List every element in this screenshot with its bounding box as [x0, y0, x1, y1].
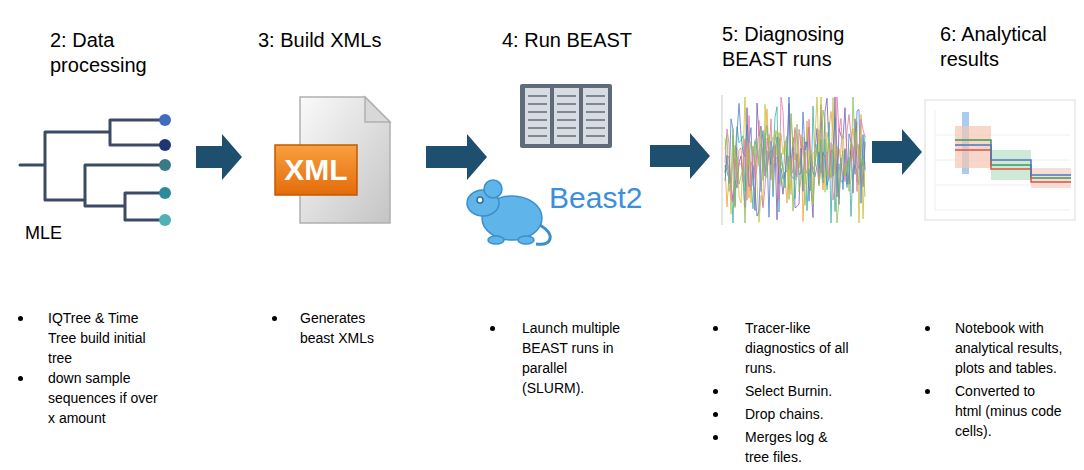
bullet-text: Converted to html (minus code cells). — [955, 381, 1065, 441]
bullet-text: Select Burnin. — [745, 381, 853, 401]
server-case — [520, 84, 612, 148]
chart-interval — [955, 126, 991, 168]
stage-column: 4: Run BEAST Beast2Launch multiple BEAST … — [487, 0, 650, 470]
flow-arrow — [196, 134, 242, 180]
flow-arrow — [872, 129, 922, 175]
stage-column: 5: Diagnosing BEAST runsTracer-like diag… — [710, 0, 872, 470]
icon-label: MLE — [25, 222, 95, 244]
bullet-dot — [925, 389, 930, 394]
bullet-dot — [272, 316, 277, 321]
beast-mouse — [467, 180, 550, 244]
chart-grid — [935, 110, 1070, 210]
flow-arrow — [650, 133, 710, 179]
bullet-text: Notebook with analytical results, plots … — [955, 318, 1065, 378]
bullet-dot — [713, 412, 718, 417]
trace-axis — [722, 95, 723, 225]
icon-label: XML — [275, 147, 357, 193]
bullet-dot — [18, 376, 23, 381]
server-slots — [528, 96, 605, 136]
stage-heading: 2: Data processing — [50, 28, 175, 78]
tree-leaf — [159, 159, 171, 171]
tree-branch — [20, 120, 160, 220]
bullet-text: Generates beast XMLs — [300, 308, 395, 348]
mouse-foot — [518, 236, 534, 244]
bullet-dot — [713, 326, 718, 331]
chart-frame — [925, 100, 1075, 220]
bullet-dot — [490, 326, 495, 331]
xml-badge — [275, 145, 357, 195]
bullet-text: Tracer-like diagnostics of all runs. — [745, 318, 853, 378]
flow-arrow — [426, 134, 487, 180]
result-chart — [925, 100, 1075, 220]
bullet-dot — [18, 316, 23, 321]
trace-plot — [722, 95, 865, 225]
tree-icon — [20, 120, 160, 220]
chart-line — [955, 145, 1071, 175]
chart-line — [955, 150, 1071, 182]
tree-leaf — [159, 187, 171, 199]
tree-leaf — [159, 114, 171, 126]
chart-line — [955, 140, 1071, 178]
stage-column: 3: Build XMLsXML Generates beast XMLs — [242, 0, 426, 470]
stage-heading: 5: Diagnosing BEAST runs — [722, 22, 867, 72]
bullet-dot — [713, 435, 718, 440]
stage-heading: 3: Build XMLs — [258, 28, 423, 53]
bullet-text: IQTree & Time Tree build initial tree — [48, 308, 163, 368]
logo-text: Beast2 — [549, 180, 649, 216]
stage-column: 6: Analytical resultsNotebook with analy… — [922, 0, 1080, 470]
mouse-ear — [484, 180, 502, 198]
bullet-text: Merges log & tree files. — [745, 427, 853, 467]
bullet-dot — [713, 389, 718, 394]
stage-heading: 4: Run BEAST — [502, 28, 647, 53]
stage-heading: 6: Analytical results — [940, 22, 1070, 72]
bullet-text: down sample sequences if over x amount — [48, 368, 163, 428]
bullet-dot — [925, 326, 930, 331]
server-icon — [520, 84, 612, 148]
mouse-eye — [477, 197, 483, 203]
stage-column: 2: Data processingMLE IQTree & Time Tree … — [10, 0, 196, 470]
document-fold — [365, 97, 390, 122]
bullet-text: Drop chains. — [745, 404, 853, 424]
trace-line — [725, 97, 865, 223]
mouse-foot — [488, 236, 504, 244]
trace-line — [725, 97, 865, 223]
bullet-text: Launch multiple BEAST runs in parallel (… — [522, 318, 624, 398]
tree-leaf — [159, 214, 171, 226]
tree-leaf — [159, 139, 171, 151]
